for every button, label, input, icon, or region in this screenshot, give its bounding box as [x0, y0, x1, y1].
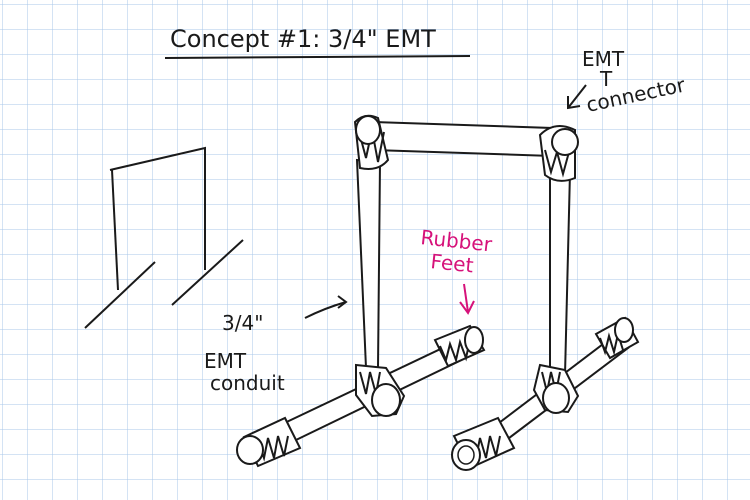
right-base-bar — [451, 316, 640, 471]
title: Concept #1: 3/4" EMT — [170, 25, 436, 53]
top-left-t-connector — [353, 114, 390, 170]
feet-arrow — [459, 283, 475, 315]
left-base-bar — [236, 324, 486, 468]
size-label: 3/4" — [222, 311, 263, 335]
connector-arrow — [567, 84, 587, 110]
connector-label-line1: EMT — [582, 47, 625, 71]
conduit-arrow — [304, 295, 348, 319]
feet-label-line2: Feet — [429, 249, 474, 277]
side-view-sketch — [84, 146, 244, 329]
connector-label-line2: T — [599, 67, 613, 91]
top-right-t-connector — [538, 125, 579, 182]
conduit-label-line2: conduit — [210, 371, 285, 395]
title-underline — [164, 55, 471, 59]
conduit-label-line1: EMT — [204, 349, 247, 373]
top-crossbar — [374, 120, 553, 158]
